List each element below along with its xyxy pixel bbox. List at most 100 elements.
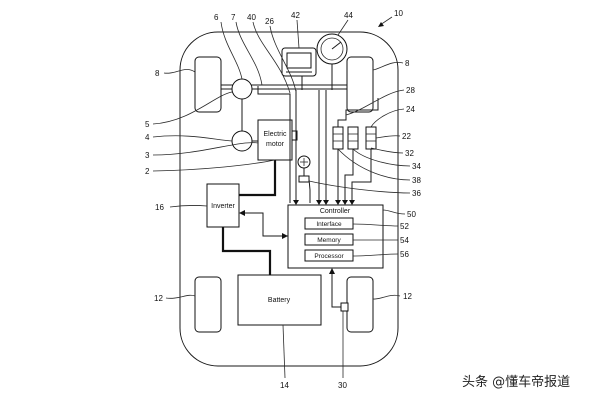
vehicle-body-outline — [179, 31, 399, 367]
shifter-base — [298, 175, 310, 183]
wire-charge-port — [331, 273, 341, 308]
ref-16: 16 — [155, 203, 164, 212]
leader-28 — [345, 89, 405, 116]
ref-4: 4 — [145, 133, 150, 142]
ref-38: 38 — [412, 176, 421, 185]
electric-motor-label-1: Electric — [264, 131, 287, 138]
ref-12-left: 12 — [154, 294, 163, 303]
leader-36 — [308, 180, 411, 194]
ref-7: 7 — [231, 13, 236, 22]
charge-port — [340, 302, 349, 312]
rear-wheel-right — [346, 276, 374, 333]
leader-26 — [269, 25, 297, 93]
sensor-box-2 — [347, 126, 359, 150]
ref-8-left: 8 — [155, 69, 160, 78]
ref-26: 26 — [265, 17, 274, 26]
ref-40: 40 — [247, 13, 256, 22]
leader-4 — [152, 135, 233, 142]
ref-12-right: 12 — [403, 292, 412, 301]
memory-box — [304, 233, 354, 246]
front-wheel-right — [346, 56, 374, 113]
leader-12-right — [372, 294, 401, 300]
leader-24 — [370, 108, 405, 128]
arrow-inverter — [239, 210, 245, 216]
interface-label: Interface — [316, 221, 342, 228]
processor-label: Processor — [314, 253, 344, 260]
battery-label: Battery — [268, 297, 291, 304]
rear-wheel-left — [194, 276, 222, 333]
electric-motor-label-2: motor — [266, 141, 285, 148]
interface-box — [304, 217, 354, 230]
leader-10-arrow — [378, 22, 384, 27]
leader-16 — [169, 204, 208, 208]
ref-24: 24 — [406, 105, 415, 114]
electric-motor-box — [257, 119, 293, 161]
arrow-b — [316, 200, 322, 205]
ref-6: 6 — [214, 13, 219, 22]
arrow-e — [342, 200, 348, 205]
leader-50 — [382, 209, 406, 215]
arrow-a — [293, 200, 299, 205]
ref-52: 52 — [400, 222, 409, 231]
gear-bottom — [231, 130, 253, 152]
leader-6 — [220, 21, 243, 80]
sensor-box-3 — [365, 126, 377, 150]
ref-34: 34 — [412, 162, 421, 171]
leader-40 — [252, 21, 291, 94]
battery-box — [237, 274, 322, 326]
leader-8-right — [372, 61, 404, 71]
controller-label: Controller — [320, 208, 351, 215]
leader-38 — [337, 148, 411, 181]
leader-14 — [282, 324, 286, 379]
ref-54: 54 — [400, 236, 409, 245]
ref-8-right: 8 — [405, 59, 410, 68]
ref-10: 10 — [394, 9, 403, 18]
ref-2: 2 — [145, 167, 150, 176]
gauge-dial-inner — [320, 37, 344, 61]
leader-22 — [375, 135, 401, 139]
ref-22: 22 — [402, 132, 411, 141]
control-inverter-controller — [245, 212, 288, 237]
ref-30: 30 — [338, 381, 347, 390]
power-motor-to-inverter — [239, 160, 277, 197]
ref-14: 14 — [280, 381, 289, 390]
wire-sensor-top — [337, 115, 347, 127]
inverter-label: Inverter — [211, 203, 235, 210]
power-inverter-to-battery — [221, 227, 272, 275]
wire-sensor-3 — [351, 149, 372, 203]
leader-42 — [296, 19, 300, 49]
leader-52 — [352, 223, 399, 227]
ref-56: 56 — [400, 250, 409, 259]
leader-2 — [152, 159, 276, 172]
processor-box — [304, 249, 354, 262]
arrow-controller — [282, 233, 288, 239]
gauge-needle — [331, 41, 342, 50]
inverter-box — [206, 183, 240, 228]
leader-32 — [370, 147, 404, 154]
wire-shifter — [308, 178, 311, 203]
arrow-charge — [329, 268, 335, 274]
arrow-d — [335, 200, 341, 205]
ref-42: 42 — [291, 11, 300, 20]
leader-8-left — [163, 69, 196, 74]
arrow-f — [349, 200, 355, 205]
ref-32: 32 — [405, 149, 414, 158]
leader-44 — [337, 19, 349, 36]
memory-label: Memory — [317, 237, 341, 244]
leader-5 — [152, 91, 233, 125]
watermark-text: 头条 @懂车帝报道 — [462, 374, 570, 390]
wire-sensor-top-2 — [345, 98, 379, 115]
wire-motor-signal — [257, 86, 291, 203]
leader-3 — [152, 142, 259, 156]
ref-50: 50 — [407, 210, 416, 219]
ref-36: 36 — [412, 189, 421, 198]
ref-44: 44 — [344, 11, 353, 20]
arrow-c — [323, 200, 329, 205]
leader-7 — [235, 21, 263, 86]
leader-56 — [352, 253, 399, 257]
gear-top — [231, 78, 253, 100]
ref-5: 5 — [145, 120, 150, 129]
leader-34 — [352, 148, 411, 167]
ref-3: 3 — [145, 151, 150, 160]
